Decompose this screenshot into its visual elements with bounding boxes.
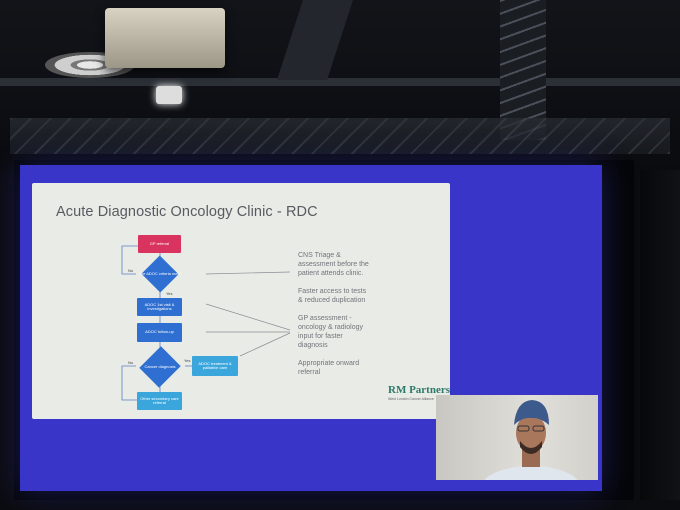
other-referral-box: Other secondary care referral [137,392,182,410]
follow-up-label: ADOC follow-up [145,329,174,335]
no-label: No [128,268,134,273]
ceiling-truss-vertical [500,0,546,140]
treatment-label: ADOC treatment & palliative care [198,360,232,370]
rm-partners-subtitle: West London Cancer Alliance [388,397,434,401]
investigations-box: ADOC 1st visit & investigations [137,298,182,316]
speaker-figure [484,400,578,480]
slide [32,183,450,419]
no-label: No [128,360,134,365]
slide-title: Acute Diagnostic Oncology Clinic - RDC [56,204,318,220]
investigations-label: ADOC 1st visit & investigations [144,301,175,311]
yes-label: Yes [184,358,191,363]
yes-label: Yes [166,291,173,296]
speaker-video [436,395,598,480]
ceiling-truss [10,118,670,154]
other-referral-label: Other secondary care referral [140,395,179,405]
cancer-decision: Cancer diagnosis [132,346,188,388]
criteria-decision: Are ADOC criteria met? [132,255,188,293]
follow-up-box: ADOC follow-up [137,323,182,342]
gp-referral-box: GP referral [138,235,181,253]
note-gp-assessment: GP assessment - oncology & radiology inp… [298,315,363,349]
note-faster-access: Faster access to tests & reduced duplica… [298,288,367,304]
projector [105,8,225,68]
note-onward-referral: Appropriate onward referral [298,360,360,376]
cancer-decision-label: Cancer diagnosis [144,363,176,369]
criteria-decision-label: Are ADOC criteria met? [139,270,181,276]
note-cns-triage: CNS Triage & assessment before the patie… [298,252,369,277]
ceiling-light [156,86,182,104]
gp-referral-label: GP referral [149,240,170,246]
treatment-box: ADOC treatment & palliative care [192,356,238,376]
rm-partners-logo: RM Partners [388,384,451,396]
wall-edge [640,170,680,500]
ceiling-beam [0,78,680,86]
